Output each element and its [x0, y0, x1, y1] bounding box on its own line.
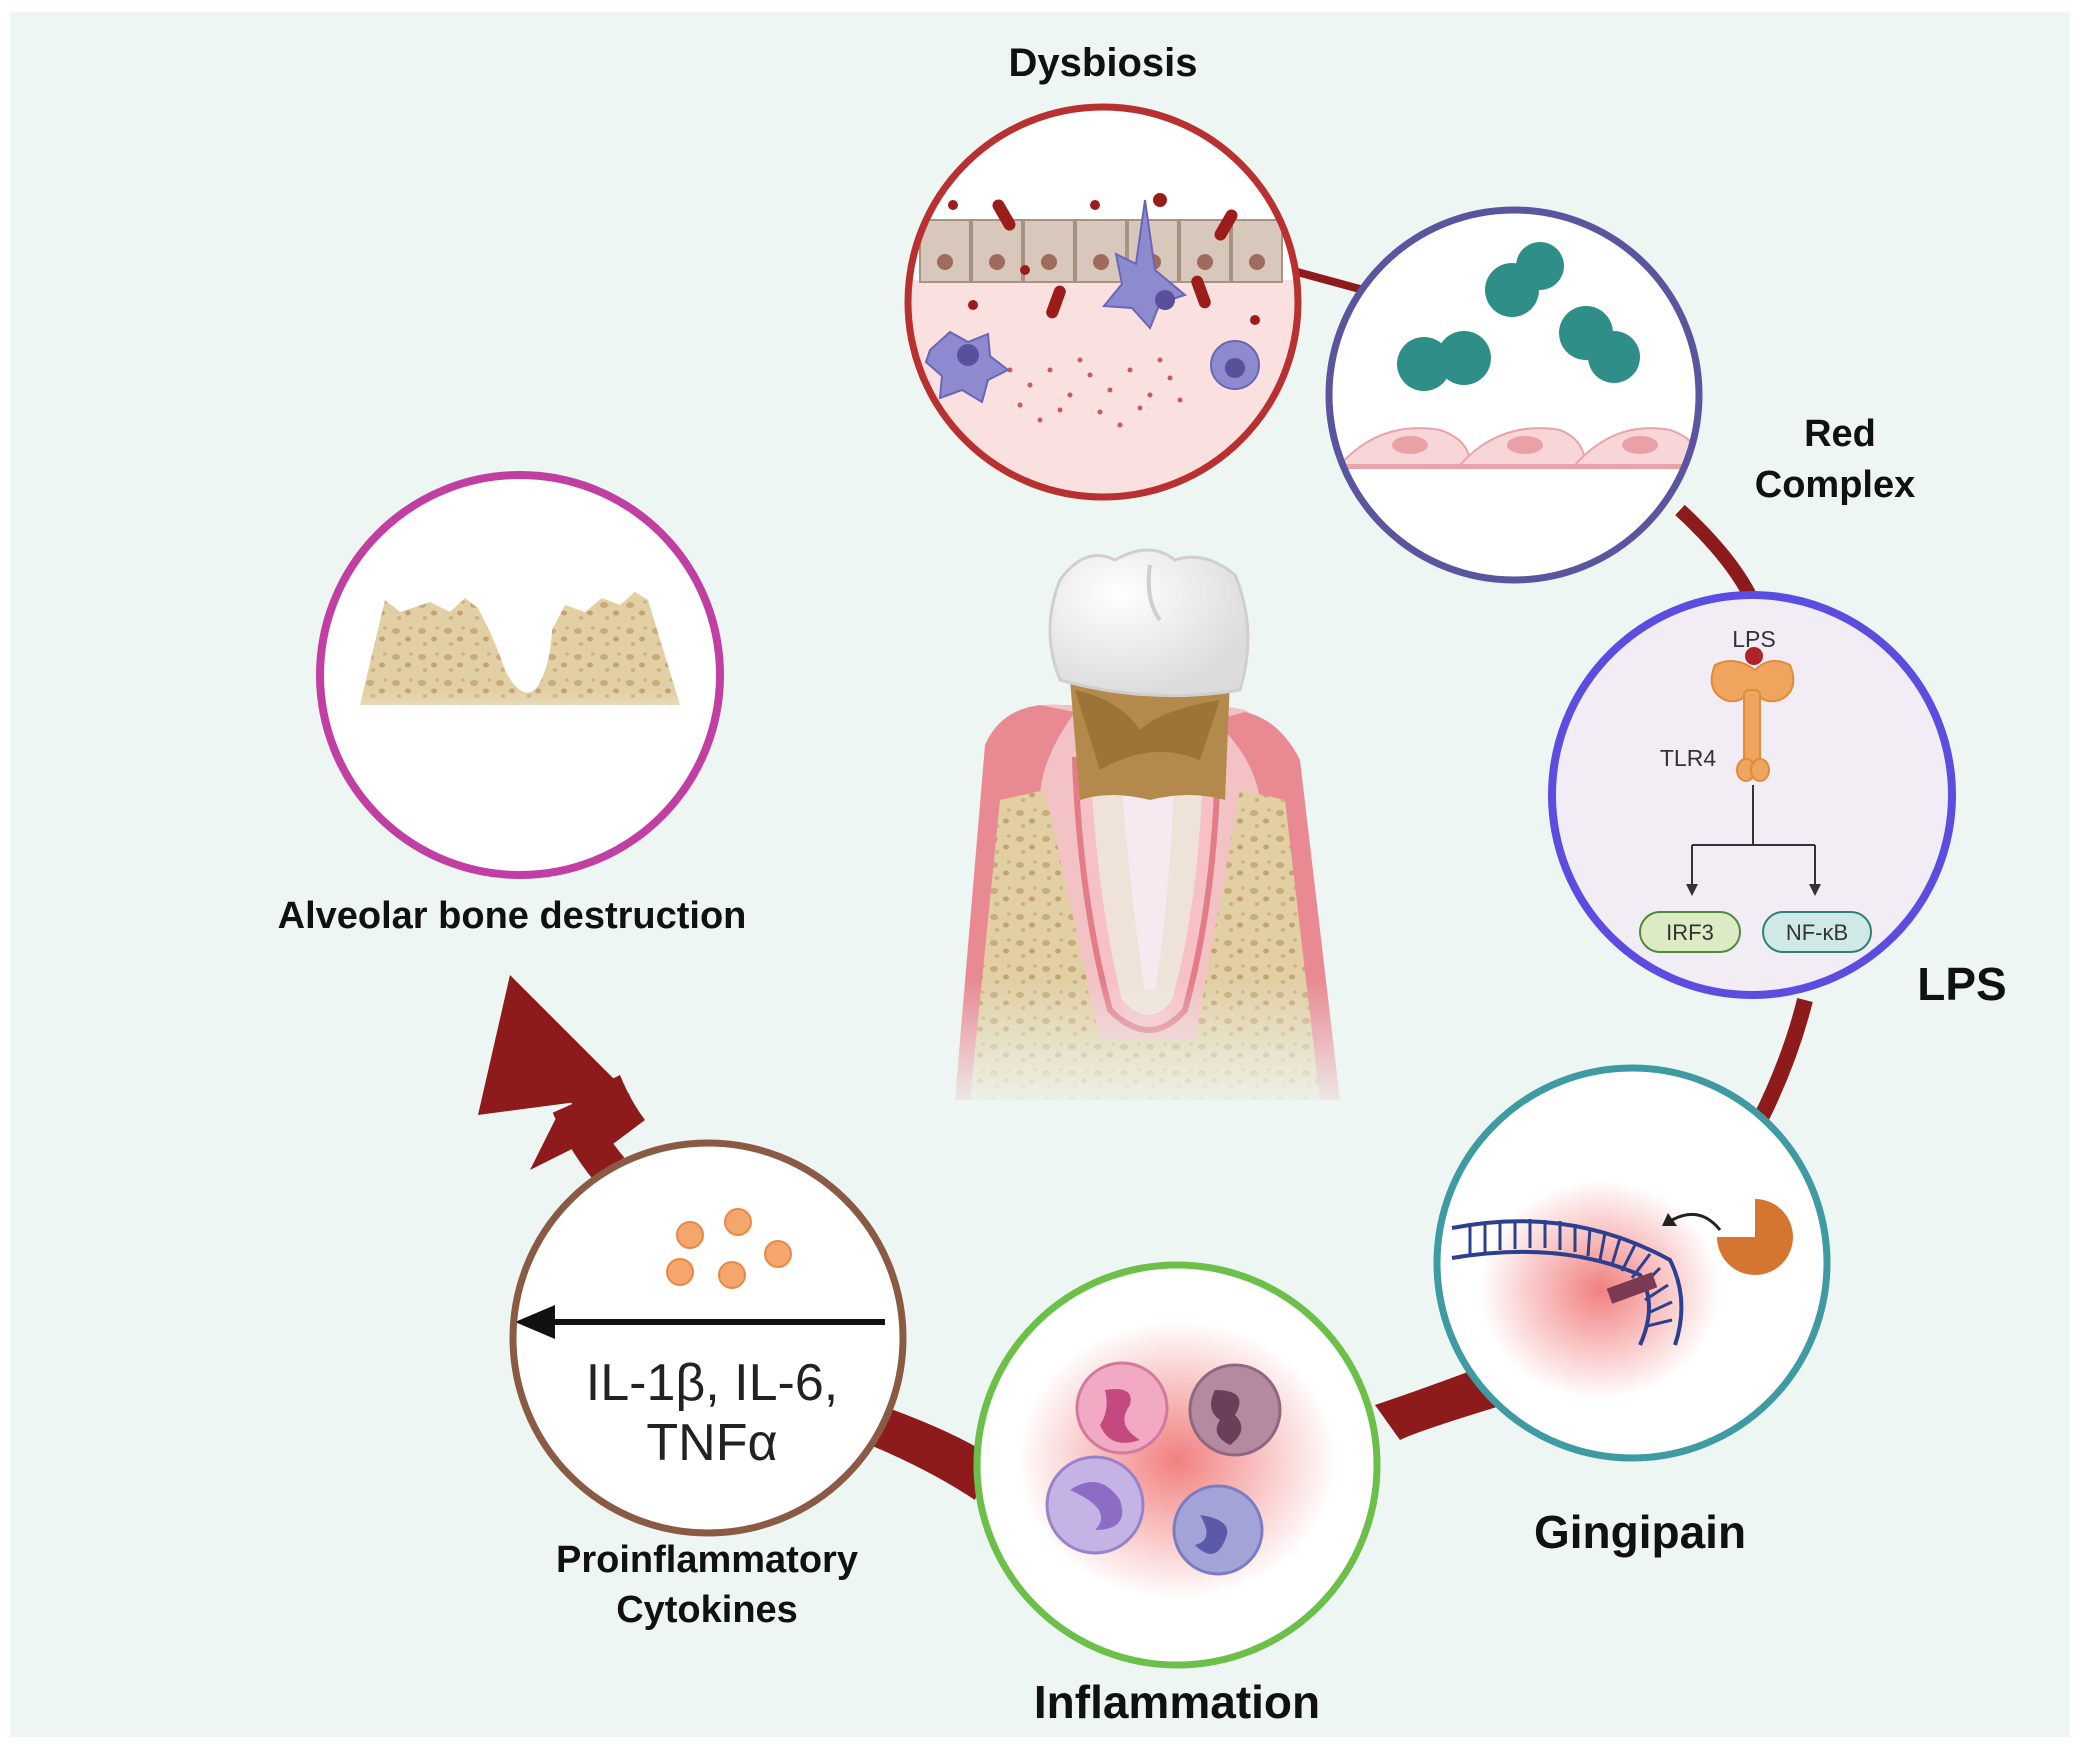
- cycle-arrow: [478, 266, 1813, 1500]
- irf3-label: IRF3: [1666, 920, 1714, 945]
- lps-molecule-icon: [1745, 647, 1763, 665]
- label-bone-destruction: Alveolar bone destruction: [278, 895, 747, 937]
- bone-destruction-circle: [316, 471, 724, 879]
- lps-circle: LPS TLR4 IRF3 NF-κB: [1548, 591, 1956, 999]
- label-red-complex-line2: Complex: [1755, 464, 1915, 506]
- tlr4-label: TLR4: [1660, 745, 1716, 771]
- cytokine-list-line2: TNFα: [646, 1414, 777, 1472]
- left-arrow-icon: [515, 1305, 555, 1339]
- nfkb-label: NF-κB: [1786, 920, 1848, 945]
- cytokine-particles: [515, 1208, 885, 1339]
- label-red-complex-line1: Red: [1804, 413, 1876, 455]
- dysbiosis-circle: [904, 103, 1302, 501]
- cycle-arrowhead: [478, 975, 630, 1115]
- cytokines-circle: IL-1β, IL-6, TNFα: [509, 1139, 907, 1537]
- gingipain-circle: [1433, 1064, 1831, 1462]
- label-lps: LPS: [1917, 958, 2006, 1010]
- label-cytokines-line1: Proinflammatory: [556, 1539, 858, 1581]
- label-dysbiosis: Dysbiosis: [1009, 41, 1198, 85]
- cytokine-list-line1: IL-1β, IL-6,: [586, 1354, 838, 1412]
- label-inflammation: Inflammation: [1034, 1676, 1320, 1728]
- lps-ligand-label: LPS: [1732, 626, 1775, 652]
- label-cytokines-line2: Cytokines: [616, 1589, 798, 1631]
- red-complex-circle: [1325, 206, 1703, 584]
- inflammation-circle: [973, 1261, 1381, 1669]
- irf3-badge: [1639, 911, 1741, 953]
- tlr4-receptor-icon: [1710, 660, 1795, 782]
- label-gingipain: Gingipain: [1534, 1506, 1746, 1558]
- tooth-illustration: [940, 548, 1360, 1120]
- nfkb-badge: [1762, 911, 1872, 953]
